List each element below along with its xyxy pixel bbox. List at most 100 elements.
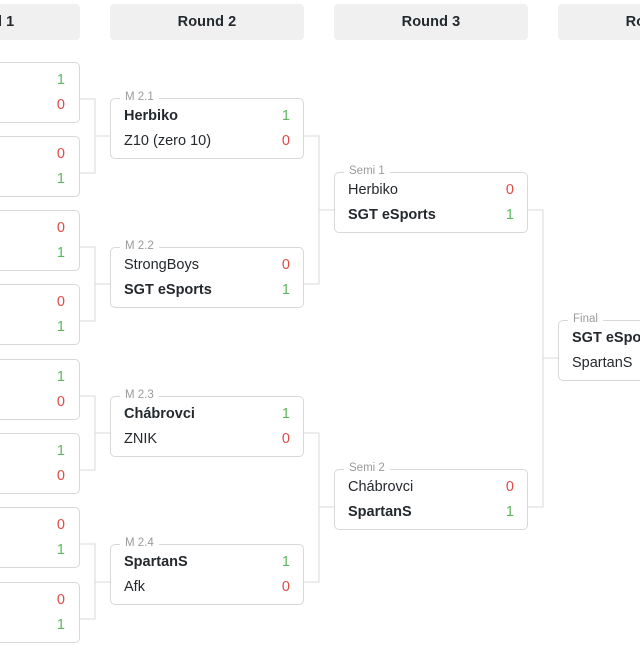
match-row[interactable]: 1: [0, 364, 79, 389]
team-score: 1: [56, 170, 65, 187]
team-name: SGT eSports: [348, 206, 436, 223]
match-box-m23[interactable]: M 2.3 Chábrovci 1 ZNIK 0: [110, 389, 304, 457]
match-box-m21[interactable]: M 2.1 Herbiko 1 Z10 (zero 10) 0: [110, 91, 304, 159]
team-score: 1: [56, 244, 65, 261]
match-row[interactable]: 0: [0, 141, 79, 166]
team-score: 0: [505, 181, 514, 198]
team-score: 1: [505, 206, 514, 223]
round-header-2-label: Round 2: [177, 14, 237, 30]
match-legend: M 2.1: [120, 91, 159, 103]
match-legend: Semi 1: [344, 165, 390, 177]
match-row[interactable]: 1: [0, 67, 79, 92]
round-header-2[interactable]: Round 2: [110, 4, 304, 40]
match-row[interactable]: StrongBoys 0: [111, 252, 303, 277]
match-box-semi-1[interactable]: Semi 1 Herbiko 0 SGT eSports 1: [334, 165, 528, 233]
team-score: 0: [56, 96, 65, 113]
team-score: 1: [56, 71, 65, 88]
team-name: SGT eSports: [124, 281, 212, 298]
team-name: ZNIK: [124, 430, 158, 447]
team-score: 0: [56, 145, 65, 162]
match-row[interactable]: Chábrovci 0: [335, 474, 527, 499]
match-legend: Final: [568, 313, 603, 325]
team-score: 1: [56, 616, 65, 633]
team-score: 1: [281, 281, 290, 298]
round-header-1-label: Round 1: [0, 14, 15, 30]
match-row[interactable]: 1: [0, 166, 79, 191]
match-row[interactable]: 1: [0, 537, 79, 562]
team-score: 1: [56, 318, 65, 335]
team-score: 1: [56, 368, 65, 385]
match-row[interactable]: SpartanS 1: [111, 549, 303, 574]
match-row[interactable]: 1: [0, 314, 79, 339]
match-row[interactable]: SGT eSports: [559, 325, 640, 350]
team-score: 0: [56, 516, 65, 533]
team-name: Chábrovci: [348, 478, 414, 495]
team-score: 0: [56, 293, 65, 310]
team-score: 0: [56, 467, 65, 484]
match-row[interactable]: 1: [0, 240, 79, 265]
match-row[interactable]: 0: [0, 463, 79, 488]
match-row[interactable]: 0: [0, 92, 79, 117]
match-box-m22[interactable]: M 2.2 StrongBoys 0 SGT eSports 1: [110, 240, 304, 308]
team-score: 1: [281, 553, 290, 570]
match-row[interactable]: 0: [0, 512, 79, 537]
match-row[interactable]: 0: [0, 215, 79, 240]
match-box-r1-2[interactable]: 0 1: [0, 136, 80, 197]
match-row[interactable]: SGT eSports 1: [111, 277, 303, 302]
team-score: 1: [281, 107, 290, 124]
team-name: SpartanS: [572, 354, 633, 371]
match-row[interactable]: 0: [0, 289, 79, 314]
match-row[interactable]: Z10 (zero 10) 0: [111, 128, 303, 153]
team-name: Afk: [124, 578, 145, 595]
match-row[interactable]: Herbiko 1: [111, 103, 303, 128]
round-header-3[interactable]: Round 3: [334, 4, 528, 40]
team-score: 0: [281, 578, 290, 595]
match-row[interactable]: 1: [0, 612, 79, 637]
round-header-3-label: Round 3: [401, 14, 461, 30]
team-name: Z10 (zero 10): [124, 132, 212, 149]
match-box-r1-7[interactable]: 0 1: [0, 507, 80, 568]
team-name: StrongBoys: [124, 256, 199, 273]
match-box-m24[interactable]: M 2.4 SpartanS 1 Afk 0: [110, 537, 304, 605]
match-box-r1-1[interactable]: 1 0: [0, 62, 80, 123]
team-name: Chábrovci: [124, 405, 195, 422]
match-row[interactable]: 1: [0, 438, 79, 463]
team-score: 0: [281, 256, 290, 273]
match-box-r1-8[interactable]: a 0 1: [0, 582, 80, 643]
match-legend: M 2.3: [120, 389, 159, 401]
match-row[interactable]: 0: [0, 389, 79, 414]
team-score: 1: [505, 503, 514, 520]
team-name: Herbiko: [124, 107, 178, 124]
match-box-r1-3[interactable]: 0 1: [0, 210, 80, 271]
match-box-semi-2[interactable]: Semi 2 Chábrovci 0 SpartanS 1: [334, 462, 528, 530]
match-box-r1-5[interactable]: 1 0: [0, 359, 80, 420]
match-row[interactable]: a 0: [0, 587, 79, 612]
team-score: 0: [281, 430, 290, 447]
team-score: 1: [281, 405, 290, 422]
match-row[interactable]: Herbiko 0: [335, 177, 527, 202]
team-name: Herbiko: [348, 181, 398, 198]
round-header-4[interactable]: Round 4: [558, 4, 640, 40]
team-score: 0: [56, 393, 65, 410]
round-header-1[interactable]: Round 1: [0, 4, 80, 40]
team-score: 0: [505, 478, 514, 495]
match-row[interactable]: Afk 0: [111, 574, 303, 599]
match-box-final[interactable]: Final SGT eSports SpartanS: [558, 313, 640, 381]
match-row[interactable]: SpartanS: [559, 350, 640, 375]
team-name: SpartanS: [348, 503, 412, 520]
match-legend: M 2.2: [120, 240, 159, 252]
match-row[interactable]: ZNIK 0: [111, 426, 303, 451]
match-legend: Semi 2: [344, 462, 390, 474]
match-legend: M 2.4: [120, 537, 159, 549]
match-row[interactable]: Chábrovci 1: [111, 401, 303, 426]
match-box-r1-4[interactable]: 0 1: [0, 284, 80, 345]
team-score: 0: [56, 219, 65, 236]
team-score: 1: [56, 541, 65, 558]
match-box-r1-6[interactable]: 1 0: [0, 433, 80, 494]
round-header-4-label: Round 4: [625, 14, 640, 30]
match-row[interactable]: SGT eSports 1: [335, 202, 527, 227]
match-row[interactable]: SpartanS 1: [335, 499, 527, 524]
team-name: SpartanS: [124, 553, 188, 570]
